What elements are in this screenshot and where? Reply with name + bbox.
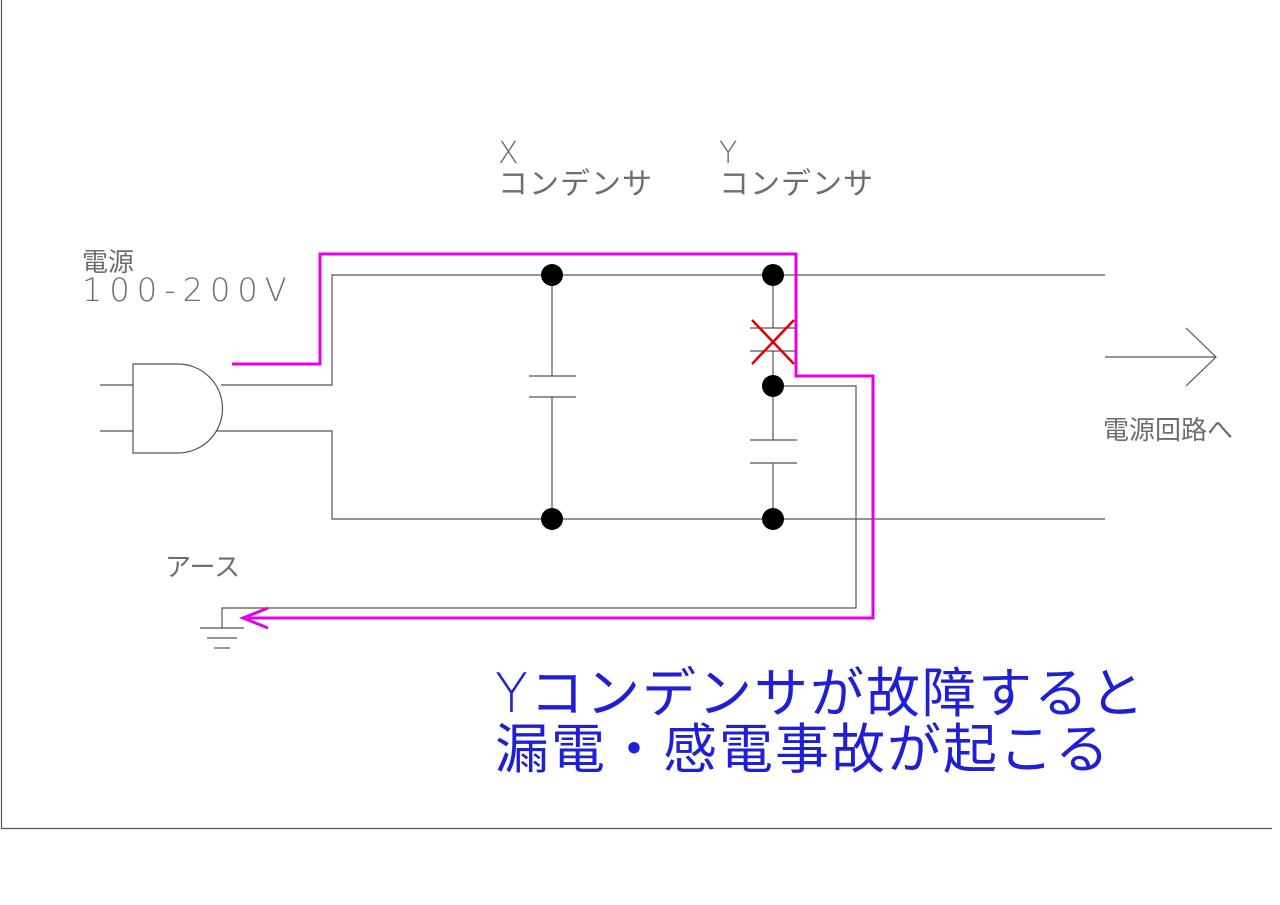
to-power-circuit-label: 電源回路へ: [1103, 416, 1234, 446]
x-capacitor-label-line1: X: [498, 136, 520, 171]
warning-line1: Yコンデンサが故障すると: [495, 662, 1146, 725]
y-capacitor-label-line1: Y: [719, 136, 739, 171]
neutral-wire: [216, 430, 1105, 520]
earth-wire: [221, 385, 857, 628]
circuit-wires: [200, 274, 1217, 649]
y-capacitor-label: Y コンデンサ: [719, 139, 874, 200]
diagram-frame: [0, 0, 1272, 830]
leak-current-path: [232, 252, 875, 620]
leak-arrow-head: [238, 606, 269, 630]
warning-message: Yコンデンサが故障すると 漏電・感電事故が起こる: [495, 666, 1146, 778]
junction-node: [541, 508, 563, 530]
power-voltage-label: 100-200V: [82, 271, 294, 309]
junction-node: [762, 375, 784, 397]
live-wire: [221, 274, 1105, 386]
junction-node: [762, 264, 784, 286]
earth-label: アース: [165, 553, 241, 583]
fault-x-mark: [751, 319, 795, 365]
power-plug: [100, 363, 224, 454]
junction-nodes: [541, 264, 784, 530]
x-capacitor-label-line2: コンデンサ: [498, 167, 653, 202]
x-capacitor-label: X コンデンサ: [498, 139, 653, 200]
power-source-label-line1: 電源: [82, 248, 135, 278]
y-capacitor-label-line2: コンデンサ: [719, 167, 874, 202]
power-source-label: 電源 100-200V: [82, 250, 294, 306]
junction-node: [762, 508, 784, 530]
junction-node: [541, 264, 563, 286]
warning-line2: 漏電・感電事故が起こる: [495, 718, 1111, 781]
